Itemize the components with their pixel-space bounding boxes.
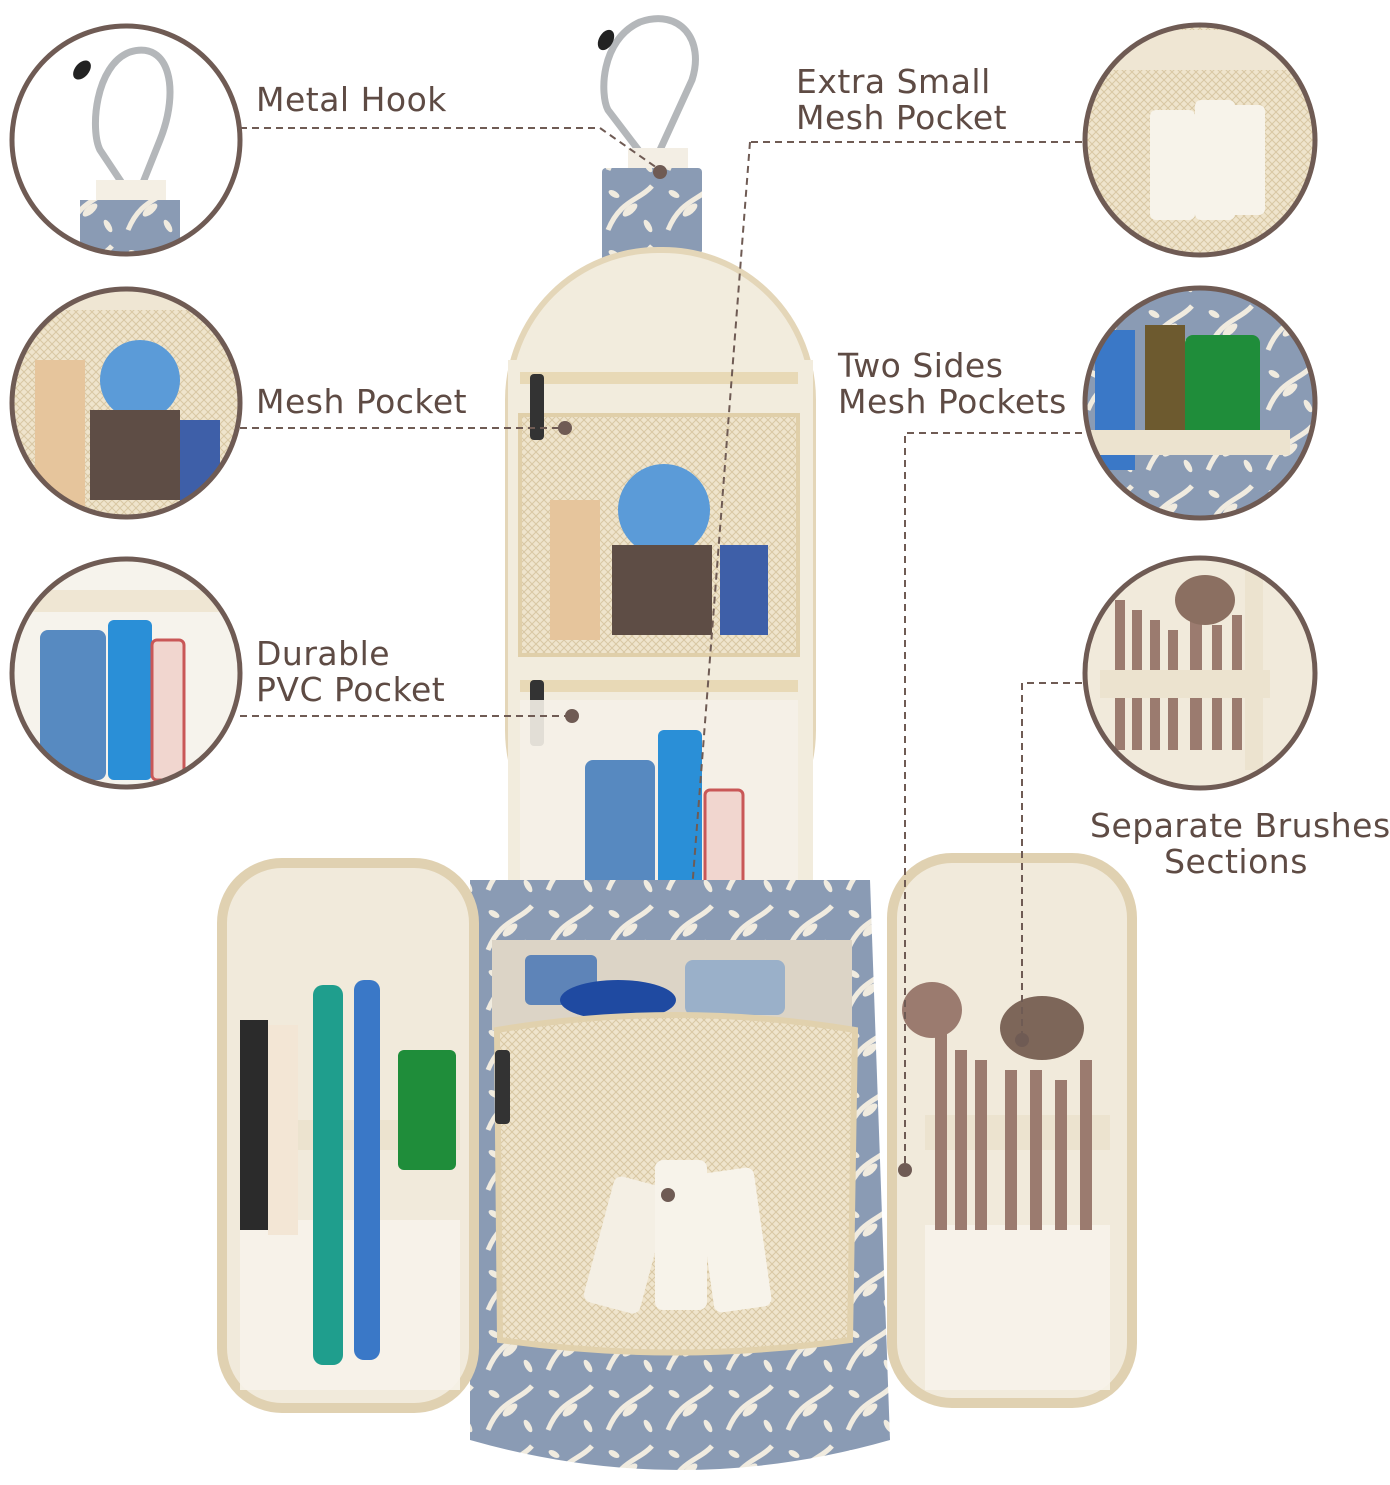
leader-brushes <box>1021 682 1082 1040</box>
label-pvc-pocket-line2: PVC Pocket <box>256 670 446 709</box>
detail-metal-hook <box>9 23 243 257</box>
toiletry-bag <box>217 15 1137 1470</box>
label-extra-small-mesh: Extra Small Mesh Pocket <box>796 64 1007 136</box>
leader-lines <box>240 127 1082 1170</box>
label-brushes: Separate Brushes Sections <box>1090 806 1390 881</box>
detail-two-sides-mesh <box>1082 285 1318 521</box>
leader-metal-hook <box>240 127 661 171</box>
label-extra-small-mesh-line2: Mesh Pocket <box>796 98 1008 137</box>
detail-brush-sections <box>1082 555 1318 791</box>
detail-mesh-pocket <box>9 286 243 520</box>
label-two-sides-mesh-line2: Mesh Pockets <box>838 382 1067 421</box>
label-two-sides-mesh: Two Sides Mesh Pockets <box>838 348 1067 420</box>
label-two-sides-mesh-line1: Two Sides <box>838 346 1004 385</box>
detail-pvc-pocket <box>9 556 243 790</box>
label-mesh-pocket-line1: Mesh Pocket <box>256 382 468 421</box>
leader-dots <box>558 165 1029 1177</box>
hanging-strap <box>602 168 702 268</box>
label-pvc-pocket-line1: Durable <box>256 634 391 673</box>
metal-hook <box>600 15 699 156</box>
label-brushes-line1: Separate Brushes <box>1090 806 1390 845</box>
label-brushes-line2: Sections <box>1164 842 1308 881</box>
label-metal-hook-line1: Metal Hook <box>256 80 447 119</box>
detail-extra-small-mesh <box>1082 22 1318 258</box>
label-mesh-pocket: Mesh Pocket <box>256 384 467 420</box>
label-metal-hook: Metal Hook <box>256 82 447 118</box>
label-pvc-pocket: Durable PVC Pocket <box>256 636 445 708</box>
label-extra-small-mesh-line1: Extra Small <box>796 62 991 101</box>
extra-small-mesh-guide <box>667 141 751 1201</box>
